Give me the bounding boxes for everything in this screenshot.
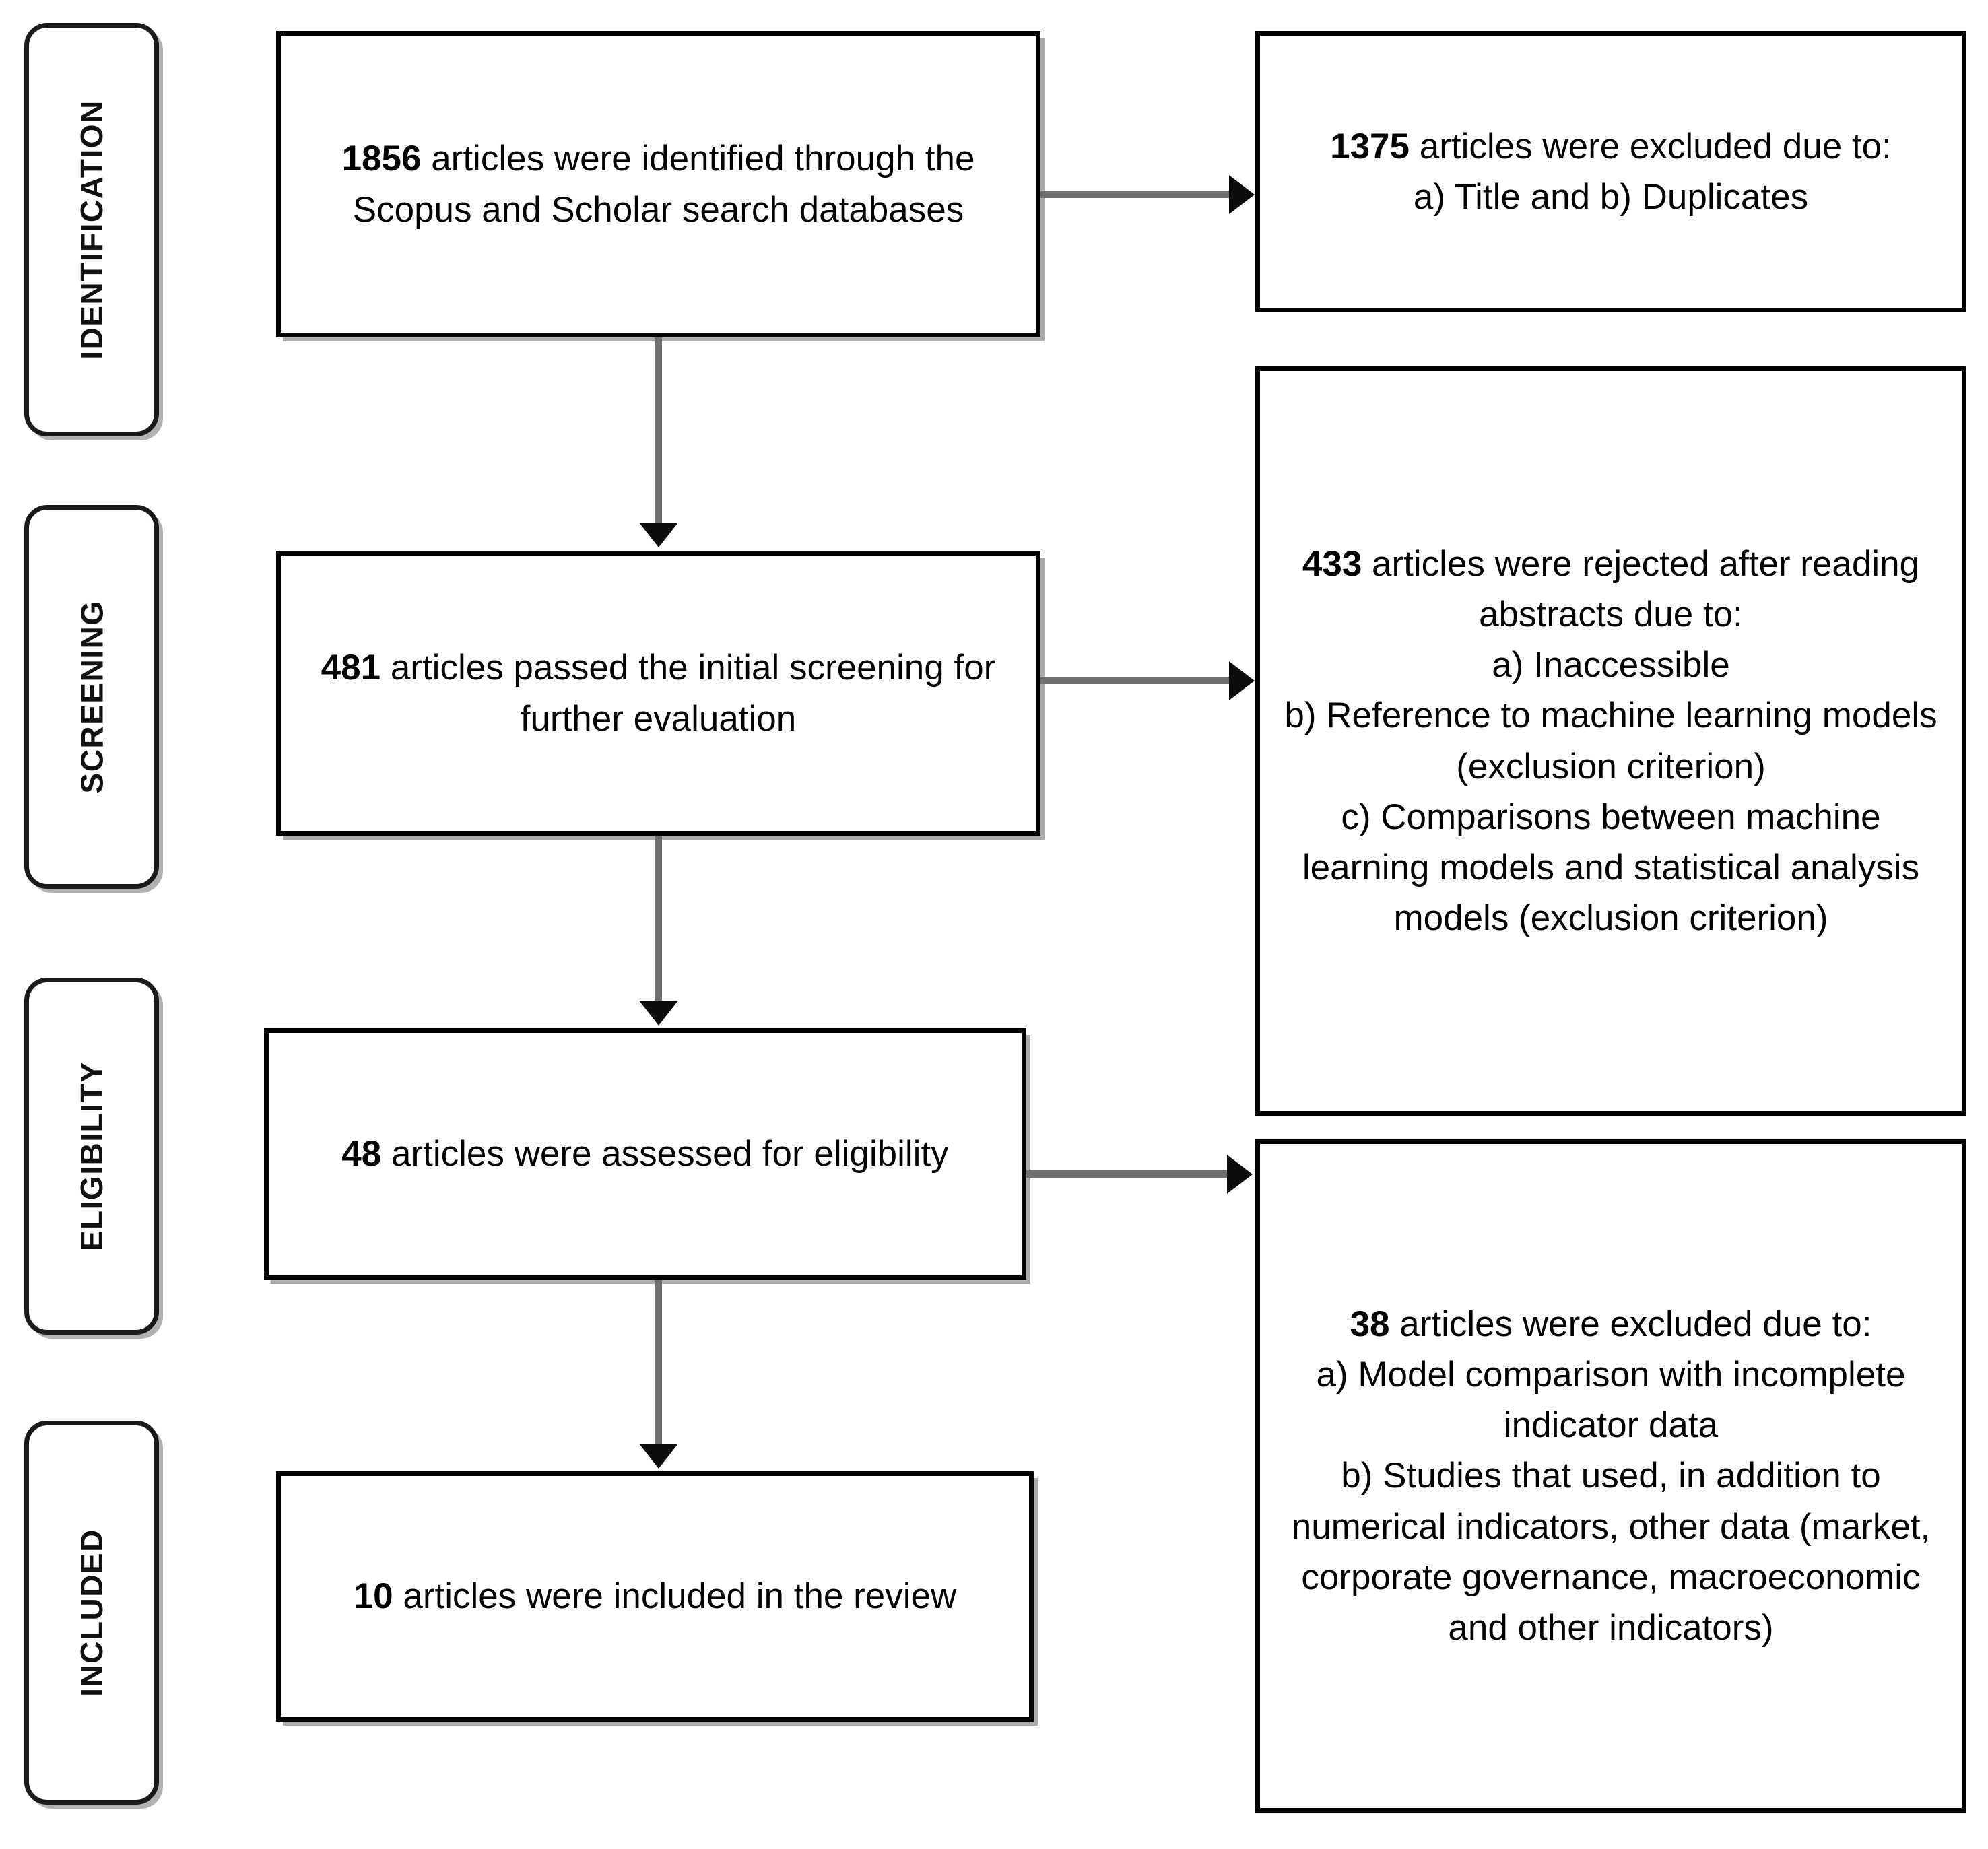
flow-box-assessed-for-eligibility-rest: articles were assessed for eligibility: [381, 1134, 949, 1174]
flow-box-identified-rest: articles were identified through the Sco…: [352, 139, 975, 230]
flow-box-passed-initial-screening-text: 481 articles passed the initial screenin…: [298, 642, 1018, 744]
flow-box-included-in-review-count: 10: [353, 1576, 393, 1617]
stage-label-included: INCLUDED: [74, 1528, 110, 1697]
flow-box-excluded-title-duplicates-text: 1375 articles were excluded due to: a) T…: [1330, 121, 1892, 223]
stage-pill-screening: SCREENING: [24, 505, 159, 889]
flow-box-excluded-title-duplicates-count: 1375: [1330, 126, 1410, 166]
arrow-eligibility-to-included: [638, 1280, 678, 1469]
flow-box-rejected-after-abstracts-text: 433 articles were rejected after reading…: [1278, 539, 1944, 944]
arrow-eligibility-to-excluded: [1026, 1154, 1253, 1194]
arrow-screening-to-eligibility: [638, 836, 678, 1026]
flow-box-identified-count: 1856: [341, 139, 422, 179]
arrow-identified-to-excluded: [1040, 174, 1255, 214]
flow-box-included-in-review-text: 10 articles were included in the review: [354, 1571, 957, 1621]
flow-box-identified-text: 1856 articles were identified through th…: [298, 133, 1018, 235]
arrow-identified-to-screening: [638, 337, 678, 547]
flow-box-excluded-title-duplicates: 1375 articles were excluded due to: a) T…: [1255, 31, 1966, 312]
flow-box-assessed-for-eligibility-count: 48: [341, 1134, 382, 1174]
flow-box-assessed-for-eligibility: 48 articles were assessed for eligibilit…: [264, 1028, 1026, 1280]
flow-box-excluded-eligibility: 38 articles were excluded due to: a) Mod…: [1255, 1139, 1966, 1813]
stage-label-identification: IDENTIFICATION: [74, 100, 110, 360]
stage-label-eligibility: ELIGIBILITY: [74, 1061, 109, 1252]
stage-pill-identification: IDENTIFICATION: [24, 23, 159, 436]
flow-box-excluded-title-duplicates-rest: articles were excluded due to: a) Title …: [1413, 126, 1892, 217]
flow-box-excluded-eligibility-count: 38: [1350, 1304, 1390, 1344]
flow-box-included-in-review: 10 articles were included in the review: [276, 1471, 1034, 1722]
stage-pill-eligibility: ELIGIBILITY: [24, 978, 159, 1335]
stage-pill-included: INCLUDED: [24, 1421, 159, 1805]
stage-label-screening: SCREENING: [74, 600, 110, 794]
arrow-head-right-icon: [1227, 1154, 1253, 1194]
flow-box-passed-initial-screening-count: 481: [321, 648, 381, 688]
flow-box-rejected-after-abstracts-count: 433: [1302, 543, 1362, 584]
flow-box-excluded-eligibility-text: 38 articles were excluded due to: a) Mod…: [1278, 1299, 1944, 1654]
flow-box-identified: 1856 articles were identified through th…: [276, 31, 1040, 337]
arrow-head-right-icon: [1229, 174, 1255, 214]
arrow-head-down-icon: [638, 1444, 678, 1469]
flow-box-passed-initial-screening: 481 articles passed the initial screenin…: [276, 551, 1040, 836]
flow-box-rejected-after-abstracts-rest: articles were rejected after reading abs…: [1284, 543, 1937, 939]
flow-box-passed-initial-screening-rest: articles passed the initial screening fo…: [380, 648, 996, 739]
flow-box-rejected-after-abstracts: 433 articles were rejected after reading…: [1255, 366, 1966, 1116]
flow-box-included-in-review-rest: articles were included in the review: [393, 1576, 957, 1617]
arrow-screening-to-rejected: [1040, 661, 1255, 700]
flow-box-excluded-eligibility-rest: articles were excluded due to: a) Model …: [1291, 1304, 1931, 1648]
arrow-head-down-icon: [638, 523, 678, 547]
arrow-head-right-icon: [1229, 661, 1255, 700]
flow-box-assessed-for-eligibility-text: 48 articles were assessed for eligibilit…: [341, 1129, 948, 1179]
arrow-head-down-icon: [638, 1001, 678, 1026]
